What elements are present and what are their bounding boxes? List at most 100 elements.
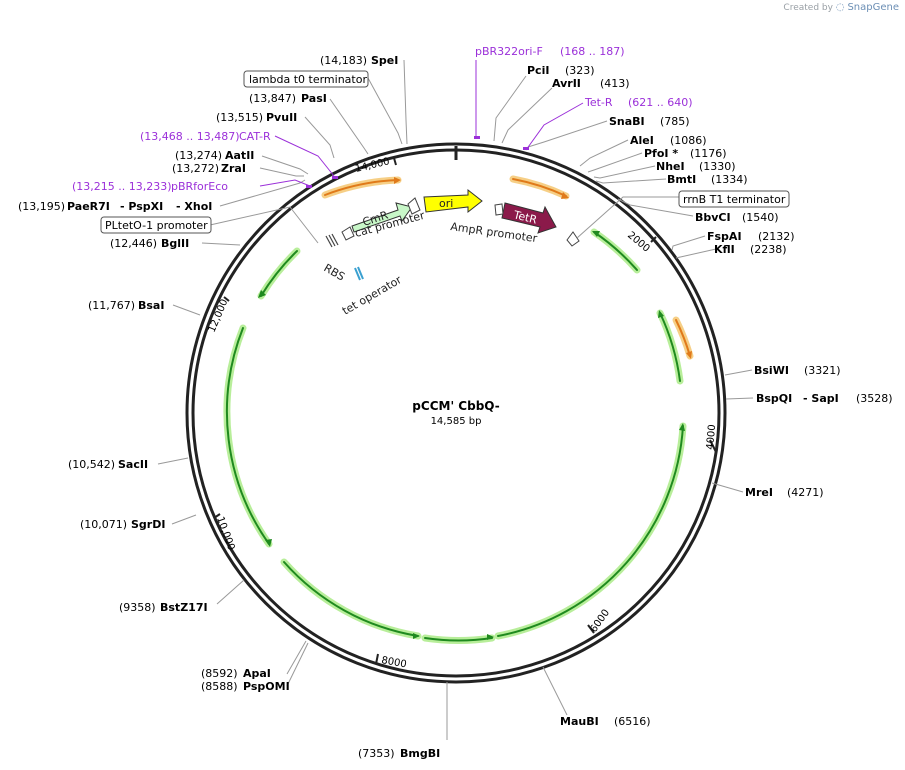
leader-line xyxy=(493,75,527,142)
site-position: (14,183) xyxy=(320,54,367,67)
backbone-outer-ring xyxy=(185,142,727,684)
site-position: (11,767) xyxy=(88,299,135,312)
primer-range: (168 .. 187) xyxy=(560,45,625,58)
leader-line xyxy=(172,304,201,316)
site-name[interactable]: BstZ17I xyxy=(160,601,208,614)
feature-box-label: PLtetO-1 promoter xyxy=(105,219,208,232)
cds-arc-glow xyxy=(280,558,422,640)
primer-range: (13,215 .. 13,233) xyxy=(72,180,172,193)
site-name[interactable]: PaeR7I xyxy=(67,200,110,213)
primer-labels: pBR322ori-F (168 .. 187) Tet-R (621 .. 6… xyxy=(72,45,693,193)
promoter-arrow-small xyxy=(341,226,355,241)
leader-line xyxy=(593,165,656,179)
site-position: (785) xyxy=(660,115,690,128)
site-name-alt[interactable]: - PspXI xyxy=(120,200,163,213)
tetr-arrow[interactable] xyxy=(501,202,557,234)
sites-right: PciI (323) AvrII (413) SnaBI (785) AleI … xyxy=(527,64,893,728)
site-name[interactable]: PfoI * xyxy=(644,147,678,160)
site-name[interactable]: AatII xyxy=(225,149,254,162)
boxed-feature-lambda-t0[interactable]: lambda t0 terminator xyxy=(243,70,369,88)
site-position: (13,195) xyxy=(18,200,65,213)
site-position: (13,847) xyxy=(249,92,296,105)
cds-arrowheads xyxy=(258,231,685,640)
site-name[interactable]: MreI xyxy=(745,486,773,499)
tet-operator-line xyxy=(357,266,364,280)
site-name[interactable]: BglII xyxy=(161,237,189,250)
tetr-label: TetR xyxy=(511,208,538,227)
site-name[interactable]: BspQI xyxy=(756,392,792,405)
cmr-arrow[interactable] xyxy=(351,202,413,233)
site-name-alt[interactable]: - SapI xyxy=(803,392,839,405)
site-name[interactable]: PspOMI xyxy=(243,680,290,693)
arrowhead xyxy=(561,192,569,199)
site-position: (4271) xyxy=(787,486,824,499)
ori-arrow[interactable] xyxy=(423,188,483,214)
tick-mark xyxy=(393,157,397,166)
site-name[interactable]: BsaI xyxy=(138,299,164,312)
site-position: (1176) xyxy=(690,147,727,160)
primer-name[interactable]: CAT-R xyxy=(239,130,271,143)
primer-mark xyxy=(523,147,529,150)
site-position: (8588) xyxy=(201,680,238,693)
leader-line xyxy=(329,98,369,155)
leader-line xyxy=(527,120,608,148)
arrowhead xyxy=(258,290,266,298)
primer-leader xyxy=(525,102,584,151)
leader-line xyxy=(671,235,706,251)
plasmid-length: 14,585 bp xyxy=(431,416,482,427)
site-position: (12,446) xyxy=(110,237,157,250)
site-name[interactable]: NheI xyxy=(656,160,685,173)
leader-line xyxy=(579,139,629,167)
site-name[interactable]: SacII xyxy=(118,458,148,471)
primer-leader xyxy=(274,135,335,177)
site-name[interactable]: BsiWI xyxy=(754,364,789,377)
site-name[interactable]: SnaBI xyxy=(609,115,645,128)
site-name[interactable]: SgrDI xyxy=(131,518,165,531)
leader-line xyxy=(542,666,568,716)
arrowhead xyxy=(265,539,272,547)
site-name[interactable]: ZraI xyxy=(221,162,246,175)
site-name[interactable]: BmgBI xyxy=(400,747,440,760)
site-name[interactable]: FspAI xyxy=(707,230,742,243)
orange-arc xyxy=(324,179,399,196)
tet-operator-label: tet operator xyxy=(340,273,404,318)
leader-line xyxy=(261,155,309,175)
boxed-feature-rrnb-t1[interactable]: rrnB T1 terminator xyxy=(678,190,790,208)
site-name[interactable]: PvuII xyxy=(266,111,297,124)
site-name[interactable]: PciI xyxy=(527,64,549,77)
site-name[interactable]: SpeI xyxy=(371,54,398,67)
site-name[interactable]: AleI xyxy=(630,134,654,147)
snapgene-logo-icon: ◌ xyxy=(835,2,845,13)
site-name[interactable]: MauBI xyxy=(560,715,599,728)
site-name-alt[interactable]: - XhoI xyxy=(176,200,212,213)
tick-label: 10,000 xyxy=(214,515,236,552)
primer-name[interactable]: pBR322ori-F xyxy=(475,45,543,58)
primer-binding-marks xyxy=(306,136,529,188)
primer-mark xyxy=(332,176,338,179)
tick-mark xyxy=(587,624,595,634)
leader-line xyxy=(304,116,335,159)
rbs-label: RBS xyxy=(322,261,348,283)
rbs-line xyxy=(325,235,333,248)
boxed-feature-pltet[interactable]: PLtetO-1 promoter xyxy=(100,216,212,234)
cds-arc xyxy=(497,425,684,637)
site-position: (2132) xyxy=(758,230,795,243)
primer-name[interactable]: pBRforEco xyxy=(171,180,228,193)
leader-line xyxy=(216,579,245,605)
leader-line xyxy=(157,457,189,465)
site-name[interactable]: AvrII xyxy=(552,77,581,90)
leader-line xyxy=(403,59,408,145)
site-name[interactable]: ApaI xyxy=(243,667,271,680)
site-name[interactable]: KflI xyxy=(714,243,735,256)
site-name[interactable]: PasI xyxy=(301,92,327,105)
site-name[interactable]: BmtI xyxy=(667,173,696,186)
primer-name[interactable]: Tet-R xyxy=(584,96,613,109)
tick-mark xyxy=(213,513,221,519)
leader-line xyxy=(201,242,241,246)
site-name[interactable]: BbvCI xyxy=(695,211,731,224)
orange-arrowheads xyxy=(394,177,692,359)
feature-box xyxy=(243,70,369,88)
primer-range: (13,468 .. 13,487) xyxy=(140,130,240,143)
site-position: (323) xyxy=(565,64,595,77)
primer-mark xyxy=(306,185,312,188)
